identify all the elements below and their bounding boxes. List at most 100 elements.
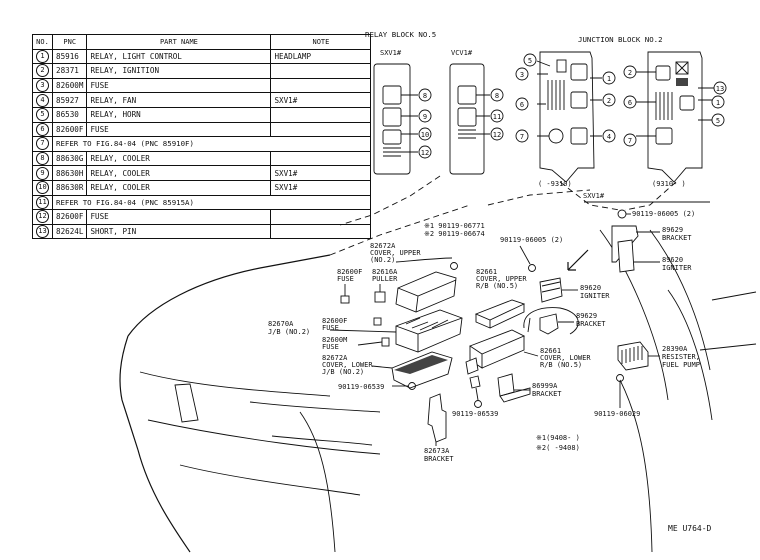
bracket-tr-name: BRACKET (662, 234, 692, 242)
resister-pnc: 28390A (662, 345, 688, 353)
igniter-mid-pnc: 89620 (580, 284, 601, 292)
footnote-2: ※2( -9408) (536, 444, 580, 452)
bracket-low (427, 393, 447, 443)
fuse-a-pnc: 82600F (337, 268, 362, 276)
fuse-a-name: FUSE (337, 275, 354, 283)
bracket-mid-group: 89629 BRACKET (523, 307, 606, 335)
junction-callout-2: 2 (607, 97, 611, 105)
fuse-b (373, 317, 382, 326)
junction-block-assembly: 82670A J/B (NO.2) 82600F FUSE 82600M FUS… (268, 309, 463, 353)
junction-callout-13: 13 (716, 85, 724, 93)
junction-callout-6b: 6 (628, 99, 632, 107)
row-number-circle: 11 (36, 196, 49, 209)
junction-callout-1b: 1 (716, 99, 720, 107)
cover-upper-rb-name1: COVER, UPPER (476, 275, 527, 283)
relay-callout-12b: 12 (493, 131, 501, 139)
fuse-a (340, 295, 350, 304)
igniter-mid-name: IGNITER (580, 292, 610, 300)
bracket-low-group: 82673A BRACKET (424, 393, 454, 463)
row-note (270, 223, 372, 240)
cover-upper-rb-name2: R/B (NO.5) (476, 282, 518, 290)
resister-fuel-pump (617, 341, 649, 371)
igniter-tr-name: IGNITER (662, 264, 692, 272)
junction-block-body (395, 309, 463, 353)
cover-lower-rb (469, 329, 526, 355)
jb-name: J/B (NO.2) (268, 328, 310, 336)
sxv1-group: SXV1# 90119-06005 (2) 89629 BRACKET 8962… (583, 192, 710, 273)
junction-callout-4: 4 (607, 133, 611, 141)
relay-block-vcv-label: VCV1# (451, 49, 473, 57)
puller-pnc: 82616A (372, 268, 398, 276)
cover-upper-pnc: 82672A (370, 242, 396, 250)
junction-callout-5b: 5 (716, 117, 720, 125)
bracket-center-group: 86999A BRACKET (497, 373, 562, 403)
bolt-mid-label: 90119-06005 (2) (500, 236, 563, 244)
cover-upper-name1: COVER, UPPER (370, 249, 421, 257)
junction-callout-2b: 2 (628, 69, 632, 77)
bracket-mid-pnc: 89629 (576, 312, 597, 320)
bolt-top-right-label: 90119-06005 (2) (632, 210, 695, 218)
junction-block-left-housing (539, 51, 595, 183)
cover-lower-name1: COVER, LOWER (322, 361, 373, 369)
junction-callout-7b: 7 (628, 137, 632, 145)
jb-pnc: 82670A (268, 320, 294, 328)
puller (374, 291, 386, 303)
fuse-c (381, 337, 390, 347)
relay-callout-11: 11 (493, 113, 501, 121)
cover-upper-no2-group: 82672A COVER, UPPER (NO.2) (370, 242, 458, 313)
note1-pnc: ※1 90119-06771 (424, 222, 485, 230)
row-number: 13 (32, 223, 53, 240)
fuse-c-name: FUSE (322, 343, 339, 351)
igniter-top-right (617, 239, 635, 273)
relay-callout-12a: 12 (421, 149, 429, 157)
fuse-b-name: FUSE (322, 324, 339, 332)
resister-name2: FUEL PUMP (662, 361, 700, 369)
cover-lower-rb-pnc: 82661 (540, 347, 561, 355)
row-number-circle: 12 (36, 210, 49, 224)
leader-lines (339, 175, 677, 226)
bolts-bottom: 90119-06539 90119-06539 90119-06029 (338, 374, 640, 418)
row-number-circle: 8 (36, 152, 49, 165)
junction-left-caption: ( -9310) (538, 180, 572, 188)
row-number: 12 (32, 209, 53, 225)
igniter-mid-group: 89620 IGNITER (539, 277, 610, 303)
igniter-tr-pnc: 89620 (662, 256, 683, 264)
cover-upper-name2: (NO.2) (370, 256, 395, 264)
junction-block-title: JUNCTION BLOCK NO.2 (578, 35, 663, 44)
junction-right-caption: (9310- ) (652, 180, 686, 188)
bolt-right-label: 90119-06029 (594, 410, 640, 418)
car-body-outline (119, 189, 757, 553)
cover-lower-name2: J/B (NO.2) (322, 368, 364, 376)
sxv1-group-label: SXV1# (583, 192, 605, 200)
row-number-circle: 4 (36, 93, 49, 107)
row-number-circle: 3 (36, 79, 49, 92)
row-number-circle: 1 (36, 50, 49, 63)
bolt-left-label: 90119-06539 (338, 383, 384, 391)
row-pnc: 82624L (51, 223, 88, 240)
fuse-b-pnc: 82600F (322, 317, 347, 325)
bracket-center-pnc: 86999A (532, 382, 558, 390)
cover-upper-rb-group: 82661 COVER, UPPER R/B (NO.5) (474, 268, 527, 329)
note2-pnc: ※2 90119-06674 (424, 230, 485, 238)
figure-code: ME U764-D (668, 524, 712, 533)
row-number-circle: 13 (36, 225, 49, 238)
relay-block-right-housing (449, 63, 485, 175)
cover-lower-rb-group: 82661 COVER, LOWER R/B (NO.5) (465, 329, 591, 375)
resister-name1: RESISTER, (662, 353, 700, 361)
relay-callout-10: 10 (421, 131, 429, 139)
fuse-puller-group: 82600F FUSE 82616A PULLER (337, 268, 398, 304)
relay-callout-8: 8 (423, 92, 427, 100)
relay-block-left-housing (373, 63, 411, 175)
row-number-circle: 9 (36, 166, 49, 180)
junction-callout-5: 5 (528, 57, 532, 65)
junction-block-right-housing (647, 51, 703, 183)
